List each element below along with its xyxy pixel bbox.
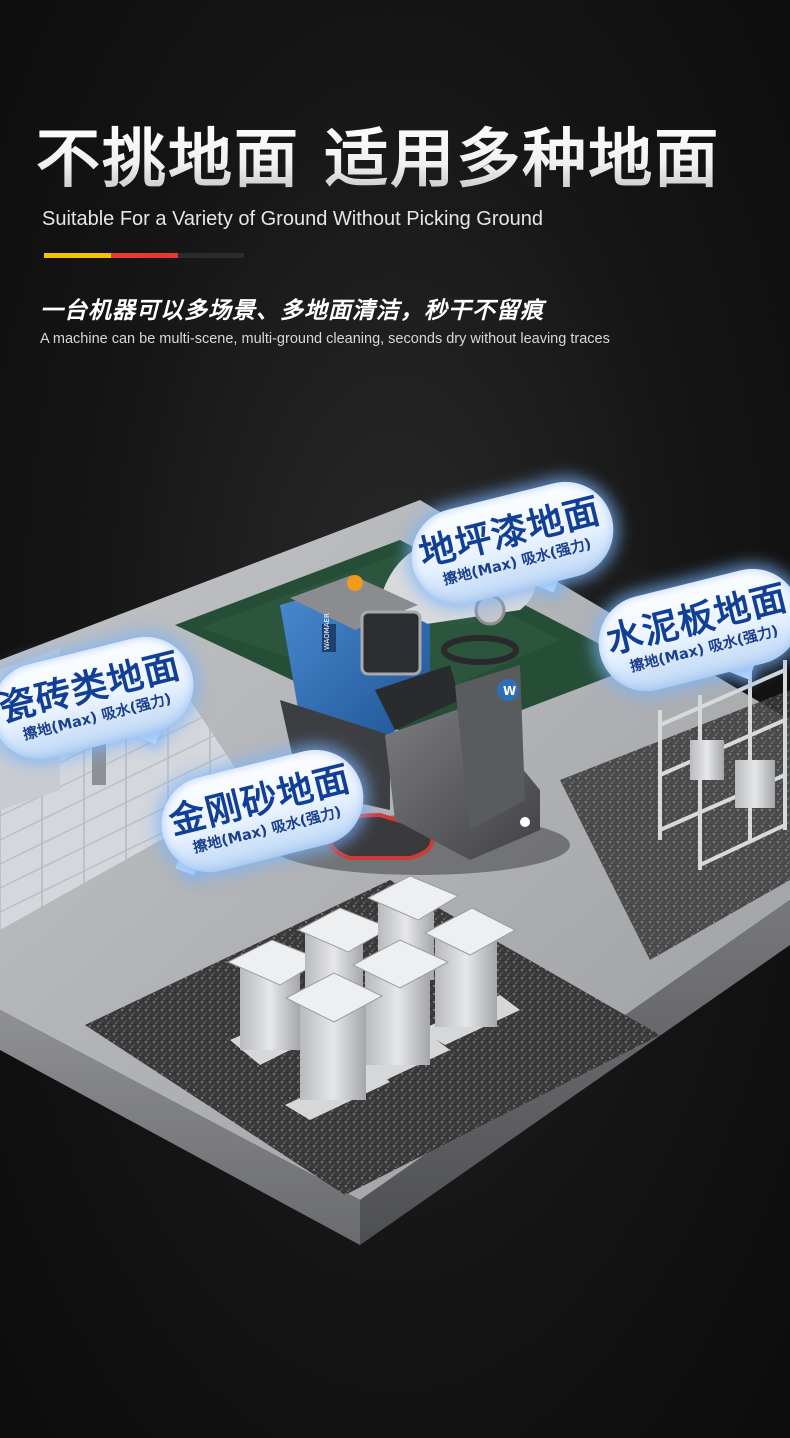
warning-beacon (347, 575, 363, 591)
page-subtitle-english: Suitable For a Variety of Ground Without… (42, 208, 543, 230)
platform-side-left (0, 1010, 360, 1245)
machine-brand-text: WAOMAER (323, 613, 331, 650)
tile-counter-leg (92, 735, 106, 785)
steering-wheel (441, 635, 519, 665)
page-title: 不挑地面 适用多种地面 (36, 118, 720, 202)
accent-bar-red (111, 253, 178, 258)
barrel (420, 907, 520, 1045)
header-section: 不挑地面 适用多种地面 Suitable For a Variety of Gr… (0, 0, 790, 360)
machine-logo-letter: W (503, 684, 516, 698)
accent-bar-dark (178, 253, 244, 258)
machine-brand-plate (322, 624, 336, 652)
description-chinese: 一台机器可以多场景、多地面清洁，秒干不留痕 (40, 298, 544, 324)
machine-steering-column (455, 665, 525, 830)
rack-barrel-1 (735, 760, 775, 808)
machine-logo-badge (497, 679, 519, 701)
rack-barrel-2 (690, 740, 724, 780)
description-english: A machine can be multi-scene, multi-grou… (40, 331, 610, 347)
accent-bar-yellow (44, 253, 111, 258)
accent-color-bar (44, 253, 244, 258)
machine-tank-lid (360, 610, 422, 676)
machine-seat-base (375, 665, 460, 730)
barrel (284, 972, 390, 1120)
machine-headlight (520, 817, 530, 827)
barrel-group (226, 875, 520, 1120)
